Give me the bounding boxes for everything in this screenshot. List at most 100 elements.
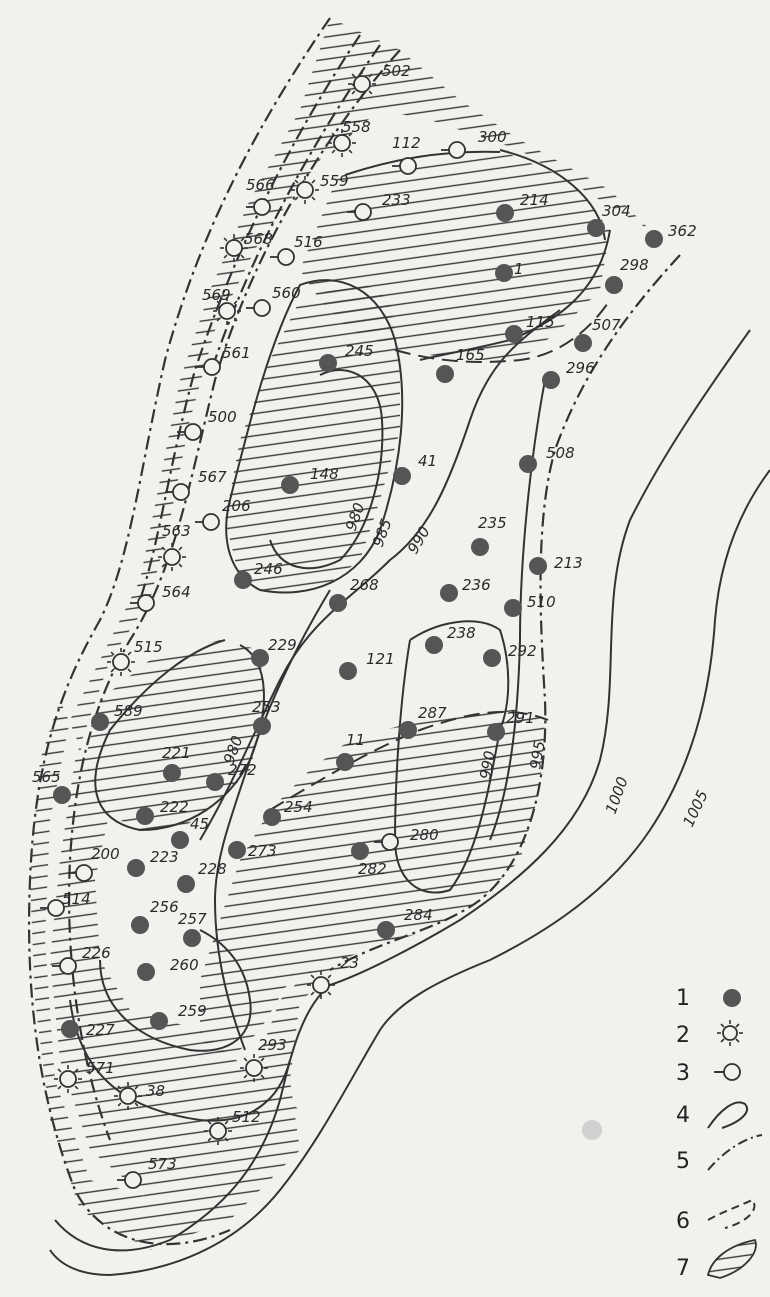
filled-well-icon [504, 599, 522, 617]
well-238: 238 [425, 624, 476, 654]
radiating-well-icon [114, 1082, 142, 1110]
well-571: 571 [54, 1059, 115, 1093]
well-23: 23 [307, 954, 359, 999]
well-label: 272 [228, 761, 257, 779]
filled-well-icon [177, 875, 195, 893]
contour-line [99, 929, 252, 1052]
well-label: 165 [456, 346, 485, 364]
contour-line [393, 620, 510, 894]
well-227: 227 [61, 1020, 115, 1039]
well-label: 245 [345, 342, 374, 360]
contour-line [199, 309, 561, 841]
well-213: 213 [529, 554, 583, 575]
well-label: 235 [478, 514, 507, 532]
well-565: 565 [32, 768, 71, 804]
contour-line-1005 [49, 469, 770, 1277]
contour-label: 995 [526, 739, 549, 770]
well-label: 227 [86, 1021, 115, 1039]
legend: 1 2 3 4 [676, 986, 763, 1281]
outer-boundary-west [27, 17, 331, 1246]
well-label: 514 [62, 890, 91, 908]
contour-line [213, 589, 331, 1051]
well-label: 213 [554, 554, 583, 572]
well-label: 238 [447, 624, 476, 642]
legend-number: 2 [676, 1023, 690, 1048]
well-245: 245 [319, 342, 374, 372]
well-500: 500 [177, 408, 237, 441]
contour-label: 1000 [602, 774, 632, 816]
well-label: 228 [198, 860, 227, 878]
filled-well-icon [645, 230, 663, 248]
well-label: 260 [170, 956, 199, 974]
filled-well-icon [183, 929, 201, 947]
filled-well-icon [61, 1020, 79, 1038]
filled-well-icon [351, 842, 369, 860]
well-label: 292 [508, 642, 537, 660]
filled-well-icon [471, 538, 489, 556]
well-label: 253 [252, 698, 281, 716]
open-well-icon [347, 203, 372, 221]
contour-label: 990 [404, 523, 434, 557]
well-label: 573 [148, 1155, 177, 1173]
well-label: 221 [162, 744, 191, 762]
well-label: 589 [114, 702, 143, 720]
radiating-well-icon [348, 70, 376, 98]
well-259: 259 [150, 1002, 207, 1030]
well-label: 561 [222, 344, 251, 362]
well-label: 296 [566, 359, 595, 377]
well-label: 268 [350, 576, 379, 594]
open-well-icon [374, 833, 399, 851]
well-label: 512 [232, 1108, 261, 1126]
well-362: 362 [645, 222, 697, 248]
well-222: 222 [136, 798, 189, 825]
filled-well-icon [496, 204, 514, 222]
well-214: 214 [496, 191, 549, 222]
well-label: 214 [520, 191, 549, 209]
open-well-icon [441, 141, 466, 159]
filled-well-icon [136, 807, 154, 825]
contour-label: 990 [476, 749, 499, 780]
well-559: 559 [291, 172, 349, 204]
filled-well-icon [377, 921, 395, 939]
filled-well-icon [137, 963, 155, 981]
well-246: 246 [234, 560, 283, 589]
radiating-well-icon [328, 129, 356, 157]
radiating-well-icon [204, 1117, 232, 1145]
well-112: 112 [392, 134, 421, 175]
filled-well-icon [253, 717, 271, 735]
open-well-icon [117, 1171, 142, 1189]
well-label: 282 [358, 860, 387, 878]
mid-boundary-a [138, 34, 361, 601]
radiating-well-icon [307, 971, 335, 999]
well-label: 500 [208, 408, 237, 426]
filled-well-icon [127, 859, 145, 877]
well-label: 502 [382, 62, 411, 80]
well-235: 235 [471, 514, 507, 556]
legend-number: 5 [676, 1149, 690, 1174]
well-233: 233 [347, 191, 411, 221]
well-272: 272 [206, 761, 257, 791]
legend-number: 4 [676, 1103, 690, 1128]
contour-line [489, 379, 546, 841]
well-label: 287 [418, 704, 447, 722]
well-label: 567 [198, 468, 227, 486]
well-label: 11 [346, 731, 365, 749]
well-label: 206 [222, 497, 251, 515]
well-563: 563 [158, 522, 191, 571]
open-well-icon [270, 248, 295, 266]
well-label: 508 [546, 444, 575, 462]
filled-well-icon [393, 467, 411, 485]
filled-well-icon [723, 989, 741, 1007]
well-label: 291 [506, 709, 535, 727]
well-label: 200 [91, 845, 120, 863]
open-well-icon [195, 513, 220, 531]
filled-well-icon [542, 371, 560, 389]
ink-smudge [582, 1120, 602, 1140]
well-508: 508 [519, 444, 575, 473]
legend-item-6: 6 [676, 1198, 756, 1234]
well-label: 516 [294, 233, 323, 251]
well-label: 236 [462, 576, 491, 594]
legend-number: 6 [676, 1209, 690, 1234]
